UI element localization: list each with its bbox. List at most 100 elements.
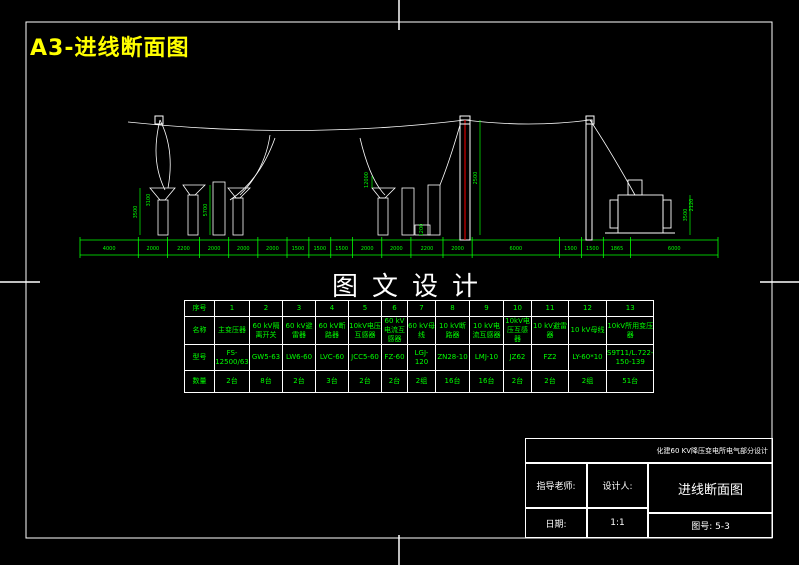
table-cell-qty: 16台 <box>435 370 470 393</box>
table-cell-qty: 2台 <box>381 370 408 393</box>
table-cell-model: GW5-63 <box>249 344 283 371</box>
table-cell-model: LY-60*10 <box>568 344 607 371</box>
dimension-label: 4000 <box>103 246 116 252</box>
table-cell-name: 主变压器 <box>214 316 250 345</box>
table-cell-qty: 8台 <box>249 370 283 393</box>
instructor-label: 指导老师: <box>525 463 587 508</box>
dimension-label: 2000 <box>266 246 279 252</box>
height-label: 2500 <box>473 172 479 185</box>
dimension-label: 1500 <box>292 246 305 252</box>
table-cell-qty: 51台 <box>605 370 655 393</box>
height-label: 5700 <box>203 204 209 217</box>
table-cell-name: 60 kV断路器 <box>315 316 349 345</box>
dimension-label: 6000 <box>668 246 681 252</box>
table-cell-name: 60 kV隔离开关 <box>249 316 283 345</box>
dimension-label: 2200 <box>177 246 190 252</box>
table-cell-model: ZN28-10 <box>435 344 470 371</box>
dimension-label: 1500 <box>335 246 348 252</box>
table-cell-qty: 2组 <box>568 370 607 393</box>
table-cell-name: 60 kV电流互感器 <box>381 316 408 345</box>
table-cell-model: JCC5-60 <box>348 344 382 371</box>
height-label: 3500 <box>683 209 689 222</box>
dimension-label: 2200 <box>421 246 434 252</box>
equipment-middle <box>371 184 441 236</box>
table-cell-model: LGJ-120 <box>407 344 436 371</box>
table-cell-model: JZ62 <box>503 344 532 371</box>
table-cell-qty: 2台 <box>348 370 382 393</box>
designer-label: 设计人: <box>587 463 648 508</box>
project-name: 化建60 KV降压变电所电气部分设计 <box>525 438 773 463</box>
dimension-label: 1500 <box>564 246 577 252</box>
table-cell-qty: 16台 <box>469 370 504 393</box>
date-label: 日期: <box>525 508 587 538</box>
table-cell-name: 10 kV避雷器 <box>531 316 569 345</box>
dimension-label: 2000 <box>361 246 374 252</box>
dimension-label: 1500 <box>586 246 599 252</box>
dimension-label: 2000 <box>451 246 464 252</box>
scale: 1:1 <box>587 508 648 538</box>
table-cell-idx: 6 <box>381 300 408 317</box>
dimension-label: 2000 <box>147 246 160 252</box>
table-row-header: 型号 <box>184 344 215 371</box>
overhead-conductors <box>127 119 636 201</box>
height-label: 12000 <box>364 172 370 188</box>
table-cell-idx: 1 <box>214 300 250 317</box>
dimension-label: 2000 <box>237 246 250 252</box>
table-cell-qty: 2台 <box>531 370 569 393</box>
height-label: 1200 <box>419 224 425 237</box>
table-cell-model: FZ-60 <box>381 344 408 371</box>
table-cell-qty: 2台 <box>282 370 316 393</box>
table-cell-idx: 12 <box>568 300 607 317</box>
table-row-header: 数量 <box>184 370 215 393</box>
table-cell-name: 10 kV电流互感器 <box>469 316 504 345</box>
drawing-title: A3-进线断面图 <box>30 36 190 61</box>
dimension-line <box>79 237 719 258</box>
equipment-left <box>149 181 251 236</box>
table-cell-name: 10 kV母线 <box>568 316 607 345</box>
table-cell-model: S9T11/L.722-150-139 <box>605 344 655 371</box>
table-cell-name: 60 kV母线 <box>407 316 436 345</box>
height-label: 2120 <box>689 199 695 212</box>
drawing-number: 图号: 5-3 <box>648 513 773 538</box>
table-cell-model: FS-12500/63 <box>214 344 250 371</box>
table-cell-idx: 9 <box>469 300 504 317</box>
table-cell-idx: 10 <box>503 300 532 317</box>
table-cell-qty: 2组 <box>407 370 436 393</box>
table-cell-model: LMJ-10 <box>469 344 504 371</box>
height-dimensions <box>139 120 691 235</box>
height-label: 3500 <box>133 206 139 219</box>
dimension-label: 1865 <box>611 246 624 252</box>
title-block: 化建60 KV降压变电所电气部分设计 指导老师: 设计人: 进线断面图 日期: … <box>525 438 773 538</box>
dimension-label: 2000 <box>390 246 403 252</box>
table-cell-name: 10kV所用变压器 <box>605 316 655 345</box>
table-cell-model: LW6-60 <box>282 344 316 371</box>
table-cell-idx: 3 <box>282 300 316 317</box>
transformer <box>605 179 675 234</box>
table-cell-name: 10kV电压互感器 <box>503 316 532 345</box>
table-cell-qty: 3台 <box>315 370 349 393</box>
table-cell-qty: 2台 <box>503 370 532 393</box>
dimension-label: 1500 <box>313 246 326 252</box>
table-cell-idx: 4 <box>315 300 349 317</box>
table-cell-model: LVC-60 <box>315 344 349 371</box>
table-cell-idx: 2 <box>249 300 283 317</box>
table-row-header: 名称 <box>184 316 215 345</box>
table-cell-model: FZ2 <box>531 344 569 371</box>
table-cell-idx: 13 <box>605 300 655 317</box>
table-cell-name: 60 kV避雷器 <box>282 316 316 345</box>
dimension-label: 6000 <box>510 246 523 252</box>
design-heading: 图文设计 <box>332 272 493 302</box>
table-row-header: 序号 <box>184 300 215 317</box>
table-cell-idx: 7 <box>407 300 436 317</box>
table-cell-name: 10kV电压互感器 <box>348 316 382 345</box>
height-label: 3100 <box>146 194 152 207</box>
gantry-structures <box>154 115 595 241</box>
table-cell-idx: 8 <box>435 300 470 317</box>
table-cell-idx: 5 <box>348 300 382 317</box>
drawing-name: 进线断面图 <box>648 463 773 513</box>
